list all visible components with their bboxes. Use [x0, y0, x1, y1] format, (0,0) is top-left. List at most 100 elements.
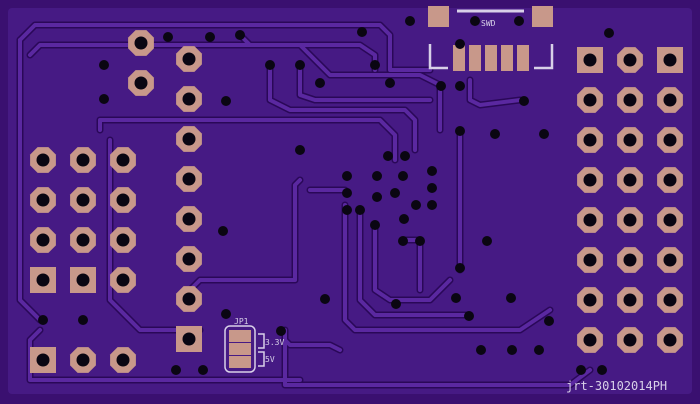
via [415, 236, 425, 246]
via [370, 60, 380, 70]
header-left-pin [70, 147, 96, 173]
via [506, 293, 516, 303]
via [405, 16, 415, 26]
jp1-pad-3 [229, 356, 251, 368]
header-right-pin [657, 87, 683, 113]
header-center-pin [176, 246, 202, 272]
via [383, 151, 393, 161]
jp1-label: JP1 [234, 317, 249, 326]
via [455, 126, 465, 136]
swd-pin [469, 45, 481, 71]
via [490, 129, 500, 139]
via [265, 60, 275, 70]
via [507, 345, 517, 355]
via [597, 365, 607, 375]
header-left-pin [110, 147, 136, 173]
header-left-pin [70, 227, 96, 253]
via [342, 171, 352, 181]
header-center-pin [176, 126, 202, 152]
via [99, 60, 109, 70]
through-hole-pads [30, 30, 683, 373]
via [398, 171, 408, 181]
via [455, 263, 465, 273]
header-right-pin [577, 327, 603, 353]
via [205, 32, 215, 42]
via [604, 28, 614, 38]
swd-pin [517, 45, 529, 71]
via [427, 200, 437, 210]
via [470, 16, 480, 26]
via [295, 145, 305, 155]
via [391, 299, 401, 309]
header-left-pin [110, 227, 136, 253]
via [198, 365, 208, 375]
header-small-pin [128, 30, 154, 56]
via [482, 236, 492, 246]
header-right-pin [617, 47, 643, 73]
via [385, 78, 395, 88]
via [38, 315, 48, 325]
header-center-pin [176, 206, 202, 232]
header-right-pin [617, 287, 643, 313]
header-right-pin [617, 327, 643, 353]
via [235, 30, 245, 40]
via [295, 60, 305, 70]
via [455, 39, 465, 49]
via [315, 78, 325, 88]
header-right-pin [577, 207, 603, 233]
header-right-pin [577, 167, 603, 193]
header-center-pin [176, 286, 202, 312]
via [163, 32, 173, 42]
header-center-pin [176, 46, 202, 72]
via [372, 171, 382, 181]
header-left-pin [110, 267, 136, 293]
swd-pin [485, 45, 497, 71]
via [427, 183, 437, 193]
via [411, 200, 421, 210]
header-right-pin [617, 207, 643, 233]
vias [38, 16, 614, 375]
header-left-bottom-pin [70, 347, 96, 373]
via [221, 96, 231, 106]
via [99, 94, 109, 104]
via [342, 205, 352, 215]
swd-connector: SWD [428, 6, 554, 71]
header-right-pin [657, 287, 683, 313]
via [355, 205, 365, 215]
jp1-jumper: JP1 3.3V 5V [224, 317, 284, 373]
header-right-pin [657, 207, 683, 233]
swd-pin [501, 45, 513, 71]
via [576, 365, 586, 375]
via [357, 27, 367, 37]
via [400, 151, 410, 161]
jp1-pad-2 [229, 343, 251, 355]
swd-pins [453, 45, 529, 71]
header-right-pin [577, 87, 603, 113]
header-left-pin [70, 187, 96, 213]
via [476, 345, 486, 355]
via [276, 326, 286, 336]
via [320, 294, 330, 304]
header-right-pin [617, 247, 643, 273]
via [390, 188, 400, 198]
header-left-pin [30, 267, 56, 293]
header-right-pin [617, 167, 643, 193]
header-left-pin [30, 227, 56, 253]
via [451, 293, 461, 303]
header-center-pin [176, 326, 202, 352]
header-left-pin [110, 187, 136, 213]
via [370, 220, 380, 230]
header-left-bottom-pin [110, 347, 136, 373]
header-right-pin [657, 167, 683, 193]
header-center-pin [176, 166, 202, 192]
via [539, 129, 549, 139]
via [436, 81, 446, 91]
header-right-pin [657, 47, 683, 73]
header-right-pin [617, 87, 643, 113]
via [464, 311, 474, 321]
label-5v: 5V [265, 355, 275, 364]
board-signature: jrt-30102014PH [566, 379, 667, 393]
via [171, 365, 181, 375]
header-center-pin [176, 86, 202, 112]
